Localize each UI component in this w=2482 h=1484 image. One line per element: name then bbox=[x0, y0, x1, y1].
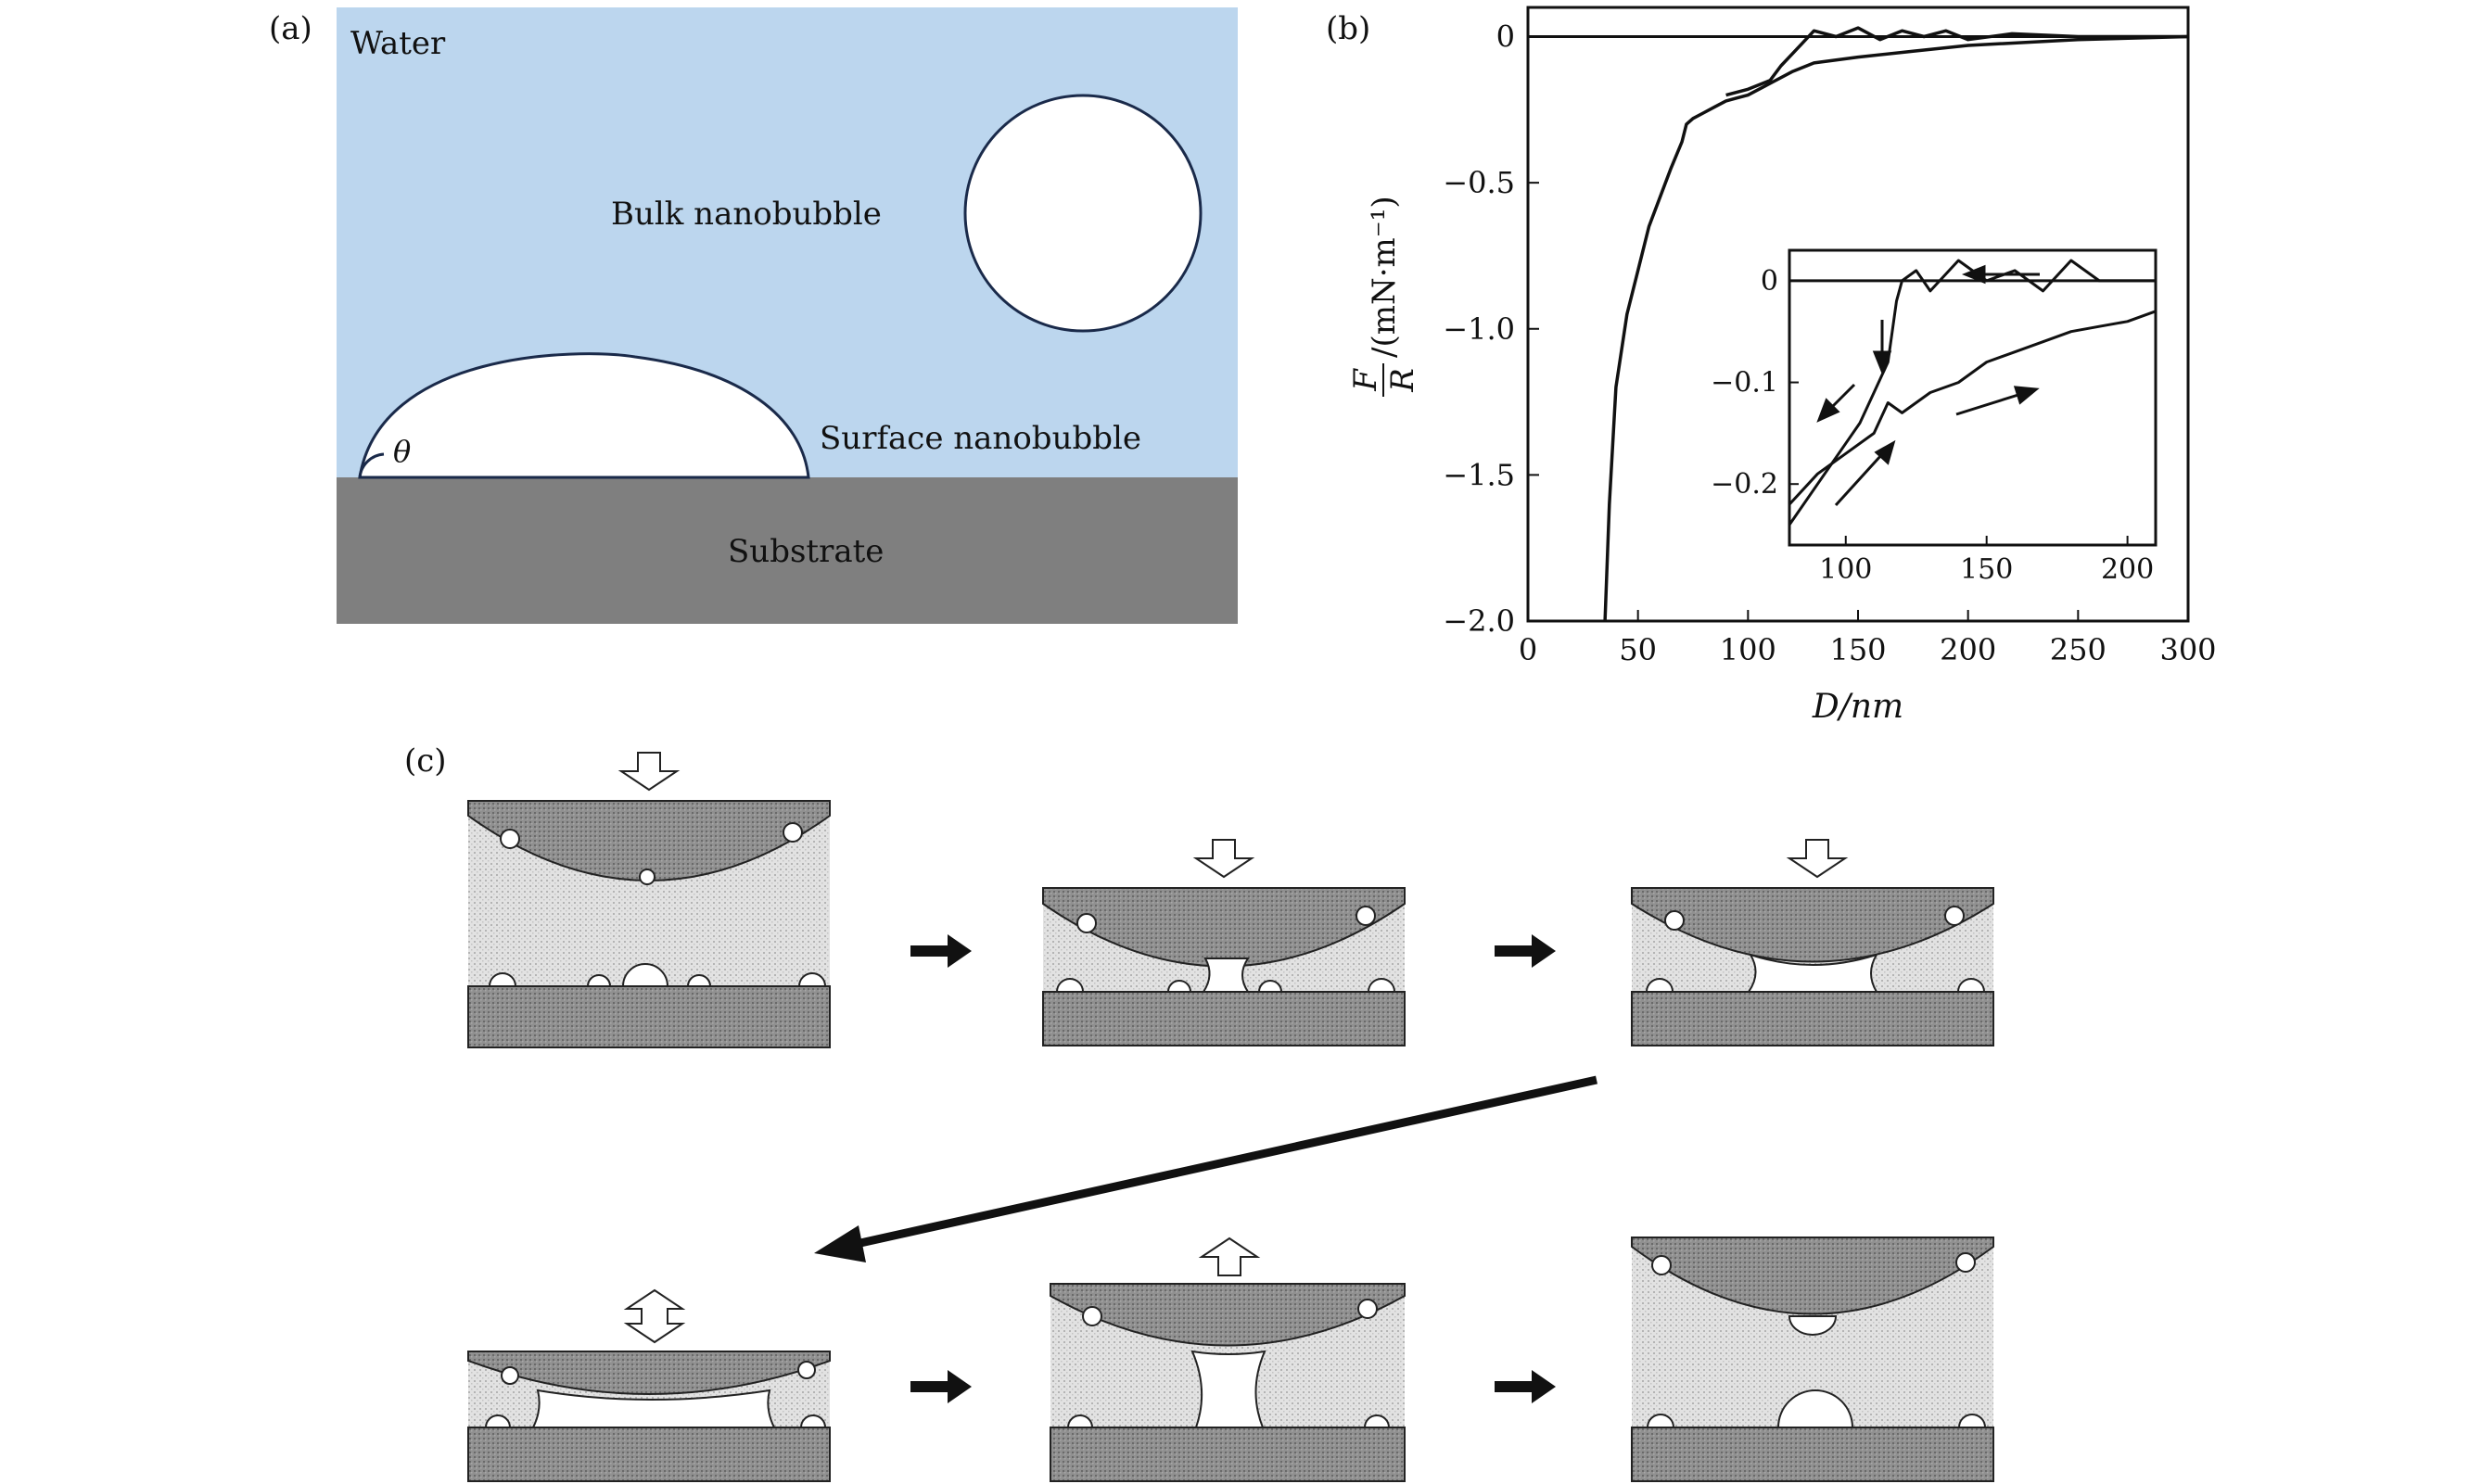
panel-c: (c) bbox=[404, 742, 1994, 1482]
inset-x-tick-label: 150 bbox=[1960, 553, 2013, 586]
series-line-1 bbox=[1603, 34, 2189, 622]
inset-y-tick-label: −0.1 bbox=[1711, 367, 1778, 400]
x-tick-label: 300 bbox=[2159, 632, 2216, 667]
stage-3 bbox=[1631, 839, 1994, 1046]
substrate-region bbox=[337, 477, 1238, 624]
inset-x-tick-label: 100 bbox=[1819, 553, 1872, 586]
stage-2 bbox=[1042, 839, 1406, 1046]
bulk-nanobubble-label: Bulk nanobubble bbox=[611, 196, 882, 233]
y-tick-label: −1.0 bbox=[1443, 311, 1515, 347]
x-tick-label: 100 bbox=[1720, 632, 1776, 667]
panel-b-label: (b) bbox=[1326, 10, 1370, 47]
ylabel-denominator: R bbox=[1384, 368, 1421, 393]
bulk-nanobubble bbox=[963, 94, 1203, 333]
arrow-1-2 bbox=[910, 934, 972, 968]
arrow-4-5 bbox=[910, 1370, 972, 1403]
panel-a: (a) Water Bulk nanobubble Surface nanobu… bbox=[269, 7, 1238, 624]
x-tick-label: 0 bbox=[1519, 632, 1537, 667]
x-tick-label: 50 bbox=[1619, 632, 1657, 667]
y-tick-label: −2.0 bbox=[1443, 603, 1515, 639]
panel-a-label: (a) bbox=[269, 10, 312, 47]
x-tick-label: 200 bbox=[1940, 632, 1996, 667]
surface-nanobubble bbox=[358, 352, 810, 479]
substrate-label: Substrate bbox=[728, 533, 884, 570]
inset-y-tick-label: −0.2 bbox=[1711, 468, 1778, 501]
stage-6 bbox=[1631, 1237, 1994, 1482]
inset-series-line-1 bbox=[1788, 259, 2156, 526]
inset-series-line-2 bbox=[1788, 310, 2157, 506]
surface-nanobubble-label: Surface nanobubble bbox=[820, 420, 1141, 457]
main-axis-ticks: 0 50 100 150 200 250 300 0 −0.5 −1.0 −1.5 −2.0 bbox=[1443, 19, 2216, 667]
inset-arrows bbox=[1816, 264, 2040, 507]
arrow-5-6 bbox=[1495, 1370, 1556, 1403]
y-axis-label: F R /(mN·m⁻¹) bbox=[1347, 196, 1421, 397]
contact-angle-arc bbox=[358, 452, 385, 478]
y-tick-label: −0.5 bbox=[1443, 165, 1515, 200]
ylabel-unit: /(mN·m⁻¹) bbox=[1366, 196, 1403, 358]
arrow-3-4 bbox=[814, 1075, 1597, 1262]
inset-axis-ticks: 100 150 200 0 −0.1 −0.2 bbox=[1711, 265, 2156, 586]
stage-1 bbox=[467, 752, 831, 1048]
y-tick-label: 0 bbox=[1496, 19, 1515, 55]
inset-frame bbox=[1788, 248, 2157, 547]
x-tick-label: 150 bbox=[1829, 632, 1886, 667]
arrow-2-3 bbox=[1495, 934, 1556, 968]
contact-angle-label: θ bbox=[393, 434, 411, 469]
panel-c-label: (c) bbox=[404, 742, 447, 780]
main-series-group bbox=[1603, 26, 2189, 622]
water-label: Water bbox=[350, 25, 446, 62]
inset-x-tick-label: 200 bbox=[2101, 553, 2154, 586]
series-line-2 bbox=[1725, 26, 2188, 97]
inset-y-tick-label: 0 bbox=[1761, 265, 1778, 298]
ylabel-numerator: F bbox=[1347, 368, 1384, 392]
x-axis-label: D/nm bbox=[1812, 688, 1903, 726]
inset-series-group bbox=[1788, 259, 2157, 526]
y-tick-label: −1.5 bbox=[1443, 457, 1515, 492]
stage-5 bbox=[1050, 1237, 1406, 1482]
stage-4 bbox=[467, 1288, 831, 1482]
x-tick-label: 250 bbox=[2050, 632, 2107, 667]
